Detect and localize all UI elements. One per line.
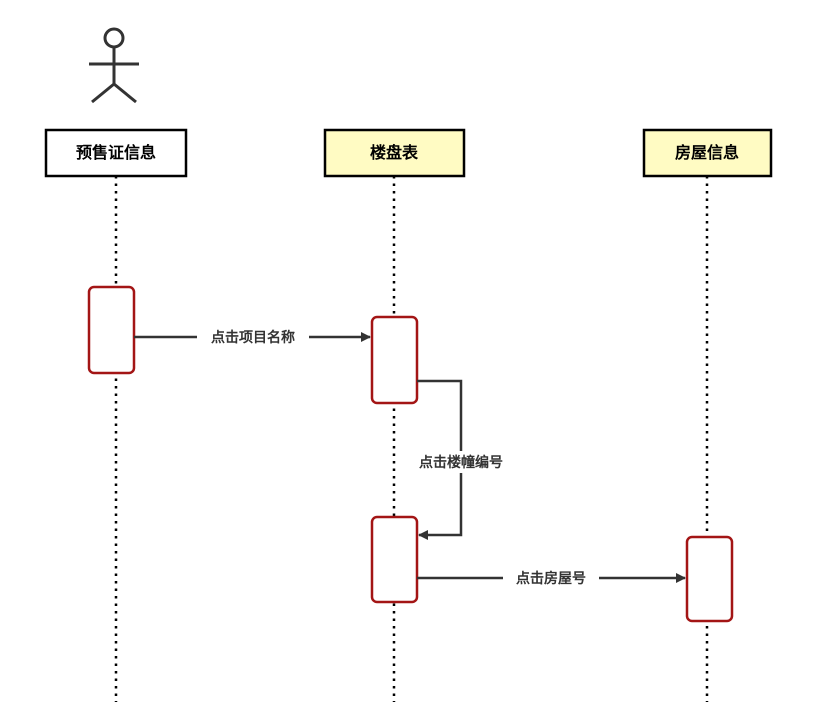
activation-building-2 xyxy=(370,515,419,604)
participant-presale-label: 预售证信息 xyxy=(76,143,156,162)
message-2-label: 点击楼幢编号 xyxy=(419,454,503,471)
message-1-label: 点击项目名称 xyxy=(211,329,295,346)
participant-building[interactable]: 楼盘表 xyxy=(323,128,466,178)
participant-house[interactable]: 房屋信息 xyxy=(642,128,773,178)
activation-building-1 xyxy=(370,315,419,405)
message-1: 点击项目名称 xyxy=(134,327,371,347)
message-2: 点击楼幢编号 xyxy=(404,379,518,540)
actor-icon xyxy=(89,27,139,104)
message-3: 点击房屋号 xyxy=(417,568,686,588)
participant-presale[interactable]: 预售证信息 xyxy=(44,128,188,178)
activation-presale xyxy=(87,285,136,375)
message-3-label: 点击房屋号 xyxy=(516,570,586,587)
activation-house xyxy=(685,535,734,623)
participant-building-label: 楼盘表 xyxy=(370,143,419,162)
participant-house-label: 房屋信息 xyxy=(675,143,739,162)
